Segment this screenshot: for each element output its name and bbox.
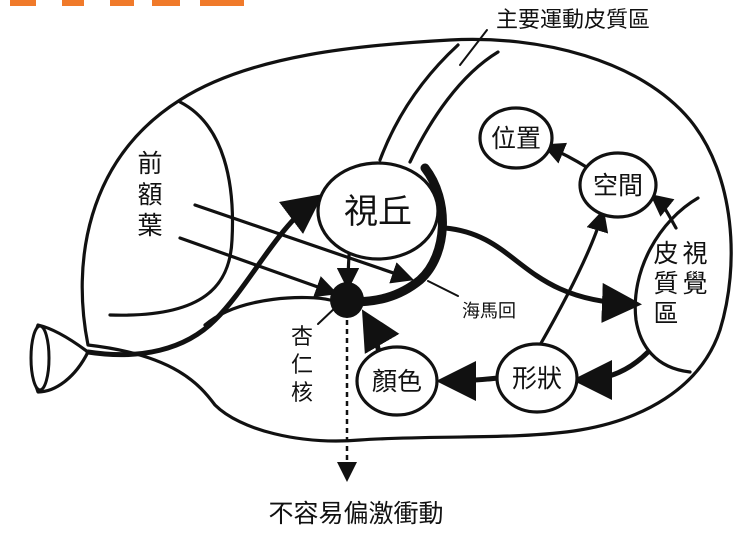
prefrontal-char-2: 額 — [137, 180, 162, 209]
dashed-arrow-head — [337, 462, 357, 482]
amygdala-label-leader — [317, 305, 338, 325]
color-node: 顏色 — [355, 345, 439, 417]
thalamus-node: 視丘 — [316, 161, 440, 261]
space-node: 空間 — [578, 151, 658, 219]
visual-cortex-left-char-1: 皮 — [653, 239, 678, 268]
visual-cortex-label: 皮 質 區 視 覺 — [653, 239, 707, 328]
thalamus-label: 視丘 — [344, 192, 412, 232]
prefrontal-boundary — [108, 100, 235, 317]
eye-icon — [29, 323, 90, 394]
color-label: 顏色 — [372, 367, 422, 396]
cropped-heading-fragment — [10, 0, 244, 6]
shape-to-color-arrow — [436, 360, 501, 401]
visual-cortex-left-char-2: 質 — [653, 269, 678, 298]
visual-cortex-to-shape-arrow — [572, 349, 651, 400]
prefrontal-to-amygdala-arrow — [178, 236, 339, 298]
motor-label-leader — [459, 29, 488, 66]
amygdala-char-2: 仁 — [291, 353, 313, 378]
visual-cortex-left-char-3: 區 — [653, 299, 678, 328]
space-to-position-arrow — [542, 142, 590, 170]
prefrontal-char-3: 葉 — [137, 211, 162, 240]
position-node: 位置 — [478, 106, 554, 170]
shape-node: 形狀 — [495, 342, 579, 414]
visual-cortex-right-char-1: 視 — [682, 239, 707, 268]
hippocampus-curve — [347, 163, 447, 307]
visual-cortex-to-space-arrow — [650, 194, 678, 230]
prefrontal-label: 前 額 葉 — [137, 149, 162, 240]
hippocampus-label-leader — [427, 280, 459, 297]
amygdala-label: 杏 仁 核 — [291, 325, 313, 406]
amygdala-char-1: 杏 — [291, 325, 313, 350]
amygdala-char-3: 核 — [291, 381, 313, 406]
thalamus-to-visual-cortex-arrow — [442, 225, 642, 323]
position-label: 位置 — [491, 124, 541, 153]
motor-cortex-label: 主要運動皮質區 — [496, 8, 650, 33]
space-label: 空間 — [593, 171, 643, 200]
shape-to-space-arrow — [538, 208, 609, 347]
motor-cortex-left — [378, 43, 460, 162]
optic-pathway-arrow — [85, 193, 323, 358]
brain-outline — [80, 37, 733, 443]
visual-cortex-right-char-2: 覺 — [682, 269, 707, 298]
bottom-caption: 不容易偏激衝動 — [268, 499, 443, 528]
prefrontal-char-1: 前 — [137, 149, 162, 178]
amygdala-node — [330, 282, 364, 318]
prefrontal-to-hippocampus-arrow — [193, 203, 415, 284]
hippocampus-label: 海馬回 — [462, 301, 516, 322]
shape-label: 形狀 — [512, 364, 562, 393]
motor-cortex-right — [408, 50, 500, 164]
